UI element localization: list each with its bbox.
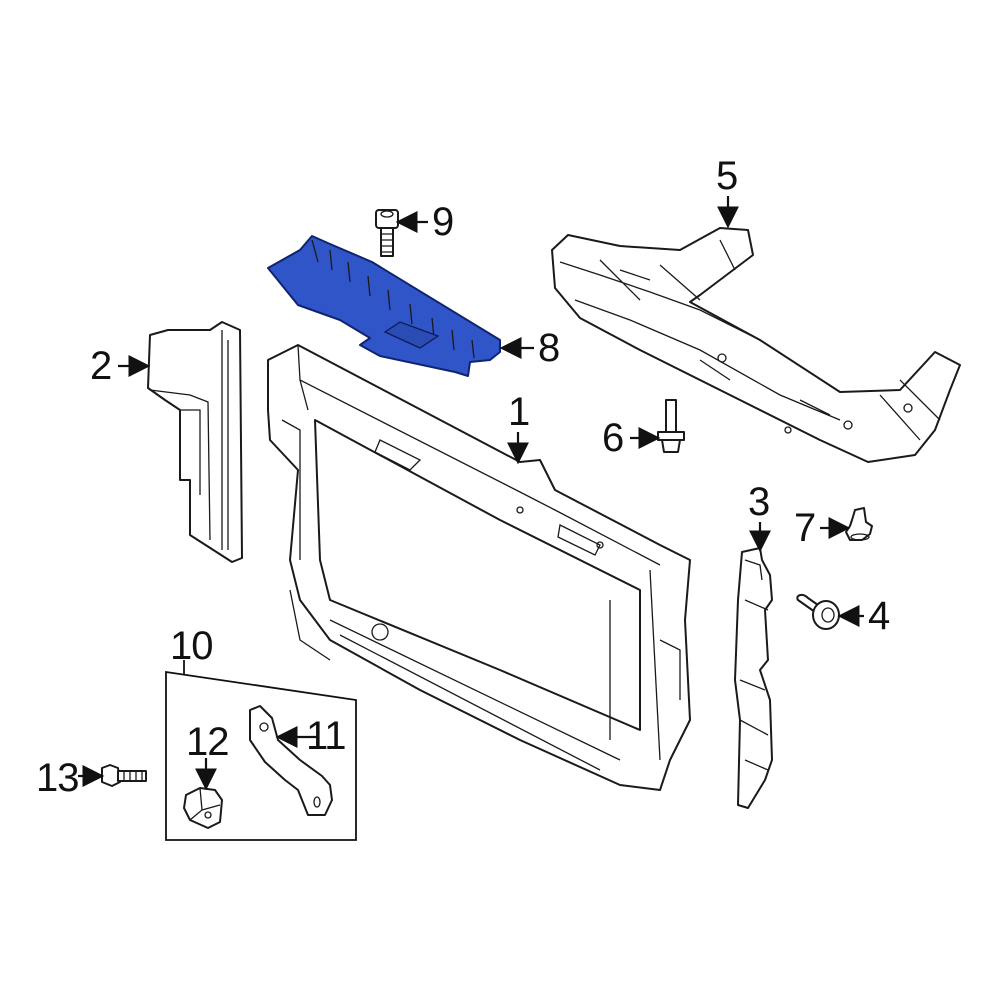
callout-3: 3 bbox=[748, 480, 770, 524]
callout-9: 9 bbox=[432, 200, 454, 244]
callout-13: 13 bbox=[36, 756, 79, 800]
callout-7: 7 bbox=[794, 506, 816, 550]
part-7-retainer-clip[interactable] bbox=[845, 507, 873, 541]
callout-4: 4 bbox=[868, 594, 890, 638]
callout-6: 6 bbox=[602, 416, 624, 460]
callout-11: 11 bbox=[306, 714, 347, 758]
callout-5: 5 bbox=[716, 154, 738, 198]
callout-12: 12 bbox=[186, 720, 229, 764]
part-11-bracket[interactable] bbox=[249, 705, 333, 816]
callout-2: 2 bbox=[90, 344, 112, 388]
part-9-screw[interactable] bbox=[375, 209, 399, 257]
callout-8: 8 bbox=[538, 326, 560, 370]
part-13-bolt[interactable] bbox=[101, 764, 147, 787]
part-6-flange-bolt[interactable] bbox=[657, 399, 685, 453]
part-2-side-air-guide-left[interactable] bbox=[147, 321, 243, 563]
part-5-lower-splash-shield[interactable] bbox=[551, 227, 961, 463]
part-10-bracket-kit-box[interactable] bbox=[165, 670, 357, 841]
callout-10: 10 bbox=[170, 624, 213, 668]
part-12-nut-clip[interactable] bbox=[183, 787, 223, 829]
callout-1: 1 bbox=[508, 390, 530, 434]
part-3-side-air-guide-right[interactable] bbox=[734, 547, 773, 809]
part-1-radiator-support[interactable] bbox=[267, 344, 691, 791]
part-4-push-clip[interactable] bbox=[796, 593, 840, 630]
leader-arrows bbox=[78, 196, 864, 791]
part-8-upper-cover[interactable] bbox=[267, 235, 501, 377]
